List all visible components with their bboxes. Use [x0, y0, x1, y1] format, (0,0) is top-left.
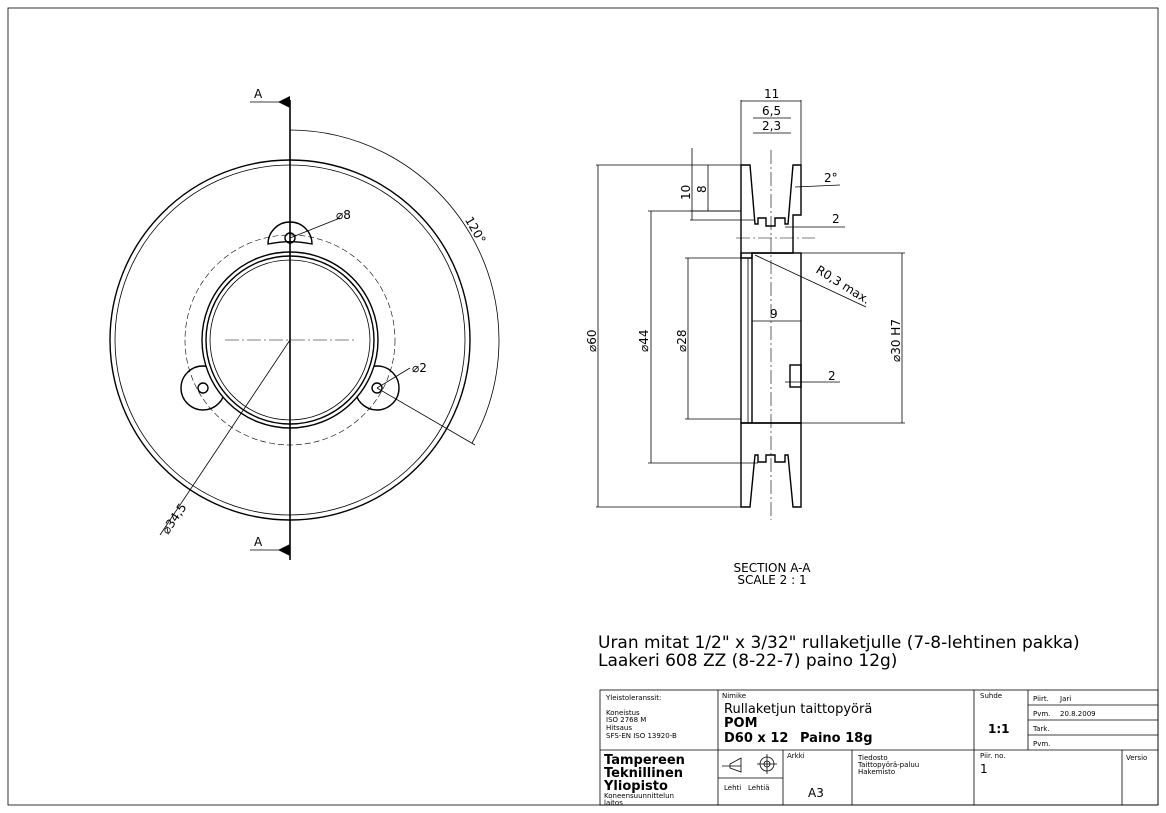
note-line-1: Uran mitat 1/2" x 3/32" rullaketjulle (7…	[598, 633, 1080, 653]
dim-radius: R0,3 max.	[813, 263, 872, 307]
tol-line: Hitsaus	[606, 724, 632, 732]
dim-step-top: 2	[832, 212, 840, 226]
scale-value: 1:1	[988, 722, 1010, 736]
dim-groove-dia: ⌀44	[637, 330, 651, 353]
drawing-no-value: 1	[980, 762, 988, 776]
section-label-top: A	[254, 87, 263, 101]
file-value: Taittopyörä-paluu	[857, 761, 919, 769]
dim-bore: ⌀30 H7	[889, 319, 903, 362]
angle-arc	[289, 129, 500, 444]
dim-groove-depth-10: 10	[679, 185, 693, 200]
size-label: Arkki	[787, 752, 805, 760]
section-label-bottom: A	[254, 535, 263, 549]
org-name: Teknillinen	[604, 766, 683, 781]
lug-top	[267, 221, 313, 245]
scale-label: Suhde	[980, 692, 1002, 700]
section-scale: SCALE 2 : 1	[737, 573, 806, 587]
material: POM	[724, 716, 758, 731]
tol-line: ISO 2768 M	[606, 716, 646, 724]
dim-inner: ⌀28	[675, 330, 689, 353]
org-dept: laitos	[604, 799, 623, 807]
dim-bore-depth: 9	[770, 307, 778, 321]
drawn-label: Piirt.	[1033, 695, 1049, 703]
version-label: Versio	[1126, 754, 1147, 762]
section-view: 11 6,5 2,3 10 8 2° 2 2 ⌀60 ⌀44 ⌀28 ⌀30 H…	[585, 87, 905, 587]
dim-hole-dia: ⌀8	[336, 208, 351, 222]
name-label: Nimike	[722, 692, 746, 700]
dim-groove-depth-8: 8	[695, 185, 709, 193]
size-value: A3	[808, 786, 824, 800]
dim-small-hole: ⌀2	[412, 361, 427, 375]
org-name: Tampereen	[604, 753, 685, 768]
tol-line: Koneistus	[606, 709, 640, 717]
part-name: Rullaketjun taittopyörä	[724, 702, 872, 717]
dimensions: D60 x 12	[724, 731, 788, 746]
dim-draft: 2°	[824, 171, 838, 185]
org-dept: Koneensuunnittelun	[604, 792, 674, 800]
dim-width: 11	[764, 87, 779, 101]
drawing-no-label: Piir. no.	[980, 752, 1005, 760]
sheets-label: Lehtiä	[748, 784, 770, 792]
weight: Paino 18g	[800, 731, 873, 746]
file-label: Tiedosto	[857, 754, 888, 762]
sheet-label: Lehti	[724, 784, 741, 792]
title-block: Yleistoleranssit: Koneistus ISO 2768 M H…	[599, 689, 1159, 807]
dim-angle: 120°	[462, 214, 489, 246]
date-value: 20.8.2009	[1060, 710, 1096, 718]
dim-outer: ⌀60	[585, 330, 599, 353]
drawing-border	[7, 7, 1159, 806]
checked-label: Tark.	[1032, 725, 1050, 733]
dim-pcd: ⌀34,5	[159, 501, 190, 537]
drawn-value: Jari	[1059, 695, 1071, 703]
front-view: A A ⌀8 ⌀2 120° ⌀34,5	[109, 87, 500, 560]
section-caption: SECTION A-A	[734, 561, 812, 575]
dim-groove-width: 6,5	[762, 104, 781, 118]
date-label: Pvm.	[1033, 710, 1050, 718]
dim-groove-bottom: 2,3	[762, 119, 781, 133]
org-name: Yliopisto	[603, 779, 668, 794]
date2-label: Pvm.	[1033, 740, 1050, 748]
tol-line: SFS-EN ISO 13920-B	[606, 732, 677, 740]
note-line-2: Laakeri 608 ZZ (8-22-7) paino 12g)	[598, 651, 897, 671]
dir-label: Hakemisto	[858, 768, 895, 776]
projection-symbol-icon	[722, 754, 777, 774]
dim-step-bottom: 2	[828, 369, 836, 383]
tolerances-label: Yleistoleranssit:	[605, 694, 661, 702]
